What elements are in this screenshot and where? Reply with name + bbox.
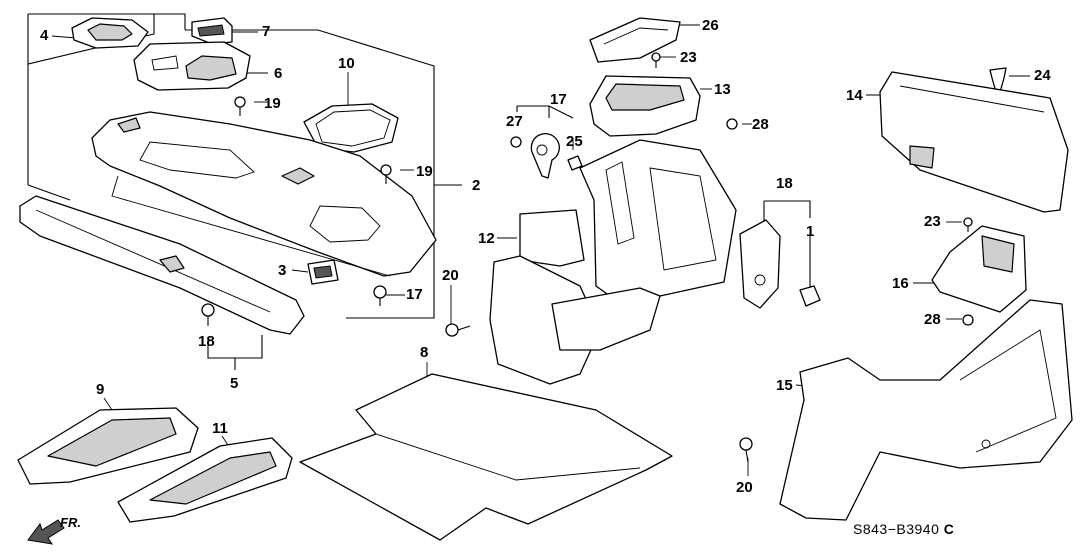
fastener-clips — [201, 52, 1007, 463]
callout-2: 2 — [472, 177, 481, 194]
callout-8: 8 — [420, 344, 429, 361]
part-15-lower-trim — [779, 299, 1073, 521]
part-26-cover — [589, 17, 681, 63]
part-18-access-cover — [739, 219, 821, 309]
part-2-rear-shelf — [91, 111, 437, 277]
callout-20b: 20 — [736, 479, 753, 496]
callout-16: 16 — [892, 275, 909, 292]
callout-17: 17 — [550, 91, 567, 108]
callout-28: 28 — [752, 116, 769, 133]
callout-4: 4 — [40, 27, 49, 44]
part-6-pad — [133, 41, 251, 91]
callout-20: 20 — [442, 267, 459, 284]
part-7-bracket — [191, 17, 233, 45]
drawing-code: S843−B3940 C — [853, 521, 954, 537]
part-9-tray — [17, 407, 199, 485]
part-11-tray — [117, 437, 293, 523]
callout-9: 9 — [96, 381, 105, 398]
callout-19b: 19 — [416, 163, 433, 180]
callout-13: 13 — [714, 81, 731, 98]
callout-14: 14 — [846, 87, 863, 104]
group-bracket-lines — [27, 13, 811, 370]
front-direction-label: FR. — [60, 515, 81, 530]
callout-21: 17 — [406, 286, 423, 303]
callout-26: 26 — [702, 17, 719, 34]
part-5-side-trim — [19, 195, 305, 335]
callout-19: 19 — [264, 95, 281, 112]
callout-27: 27 — [506, 113, 523, 130]
part-8-floor-mat — [299, 373, 673, 541]
callout-1: 1 — [806, 223, 815, 240]
part-4-hook-cover — [71, 17, 149, 49]
leader-lines — [51, 24, 1030, 476]
part-25-hook — [530, 133, 560, 179]
callout-22: 18 — [198, 333, 215, 350]
callout-6: 6 — [274, 65, 283, 82]
drawing-code-suffix: C — [943, 521, 955, 537]
callout-23b: 23 — [924, 213, 941, 230]
callout-3: 3 — [278, 262, 287, 279]
callout-10: 10 — [338, 55, 355, 72]
part-12-side-lining — [489, 139, 737, 385]
callout-12: 12 — [478, 230, 495, 247]
part-13-pocket — [589, 75, 701, 137]
part-3-clip — [307, 259, 339, 285]
callout-23: 23 — [680, 49, 697, 66]
part-14-upper-trim — [879, 71, 1069, 213]
front-direction-arrow — [27, 519, 65, 545]
callout-18: 18 — [776, 175, 793, 192]
callout-24: 24 — [1034, 67, 1051, 84]
callout-11: 11 — [212, 420, 228, 437]
callout-15: 15 — [776, 377, 793, 394]
callout-25: 25 — [566, 133, 583, 150]
part-10-grille — [303, 103, 399, 153]
callout-5: 5 — [230, 375, 239, 392]
callout-7: 7 — [262, 23, 271, 40]
part-16-bracket — [931, 225, 1027, 313]
drawing-code-number: S843−B3940 — [853, 521, 940, 537]
callout-28b: 28 — [924, 311, 941, 328]
